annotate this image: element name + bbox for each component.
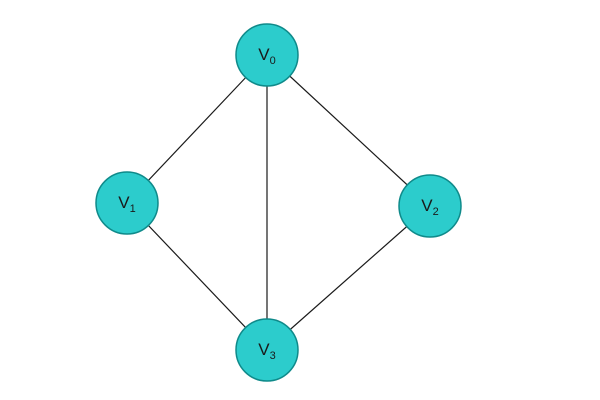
node-label: V0 <box>258 45 275 67</box>
node-label-main: V <box>258 45 270 64</box>
node-v2: V2 <box>398 174 462 238</box>
node-v1: V1 <box>95 171 159 235</box>
node-circle <box>235 318 299 382</box>
node-label: V2 <box>421 196 438 218</box>
node-label-main: V <box>421 196 433 215</box>
node-label-main: V <box>118 193 130 212</box>
node-label: V1 <box>118 193 135 215</box>
edge-v1-v3 <box>126 202 268 351</box>
node-label-subscript: 2 <box>433 206 439 218</box>
node-circle <box>235 23 299 87</box>
edge-v0-v2 <box>266 54 431 207</box>
node-v0: V0 <box>235 23 299 87</box>
node-circle <box>398 174 462 238</box>
edge-v0-v1 <box>126 54 268 204</box>
node-circle <box>95 171 159 235</box>
edges-group <box>126 54 431 351</box>
node-v3: V3 <box>235 318 299 382</box>
node-label: V3 <box>258 340 275 362</box>
node-label-subscript: 0 <box>270 55 276 67</box>
edge-v2-v3 <box>266 205 431 351</box>
node-label-main: V <box>258 340 270 359</box>
node-label-subscript: 3 <box>270 350 276 362</box>
node-label-subscript: 1 <box>130 203 136 215</box>
